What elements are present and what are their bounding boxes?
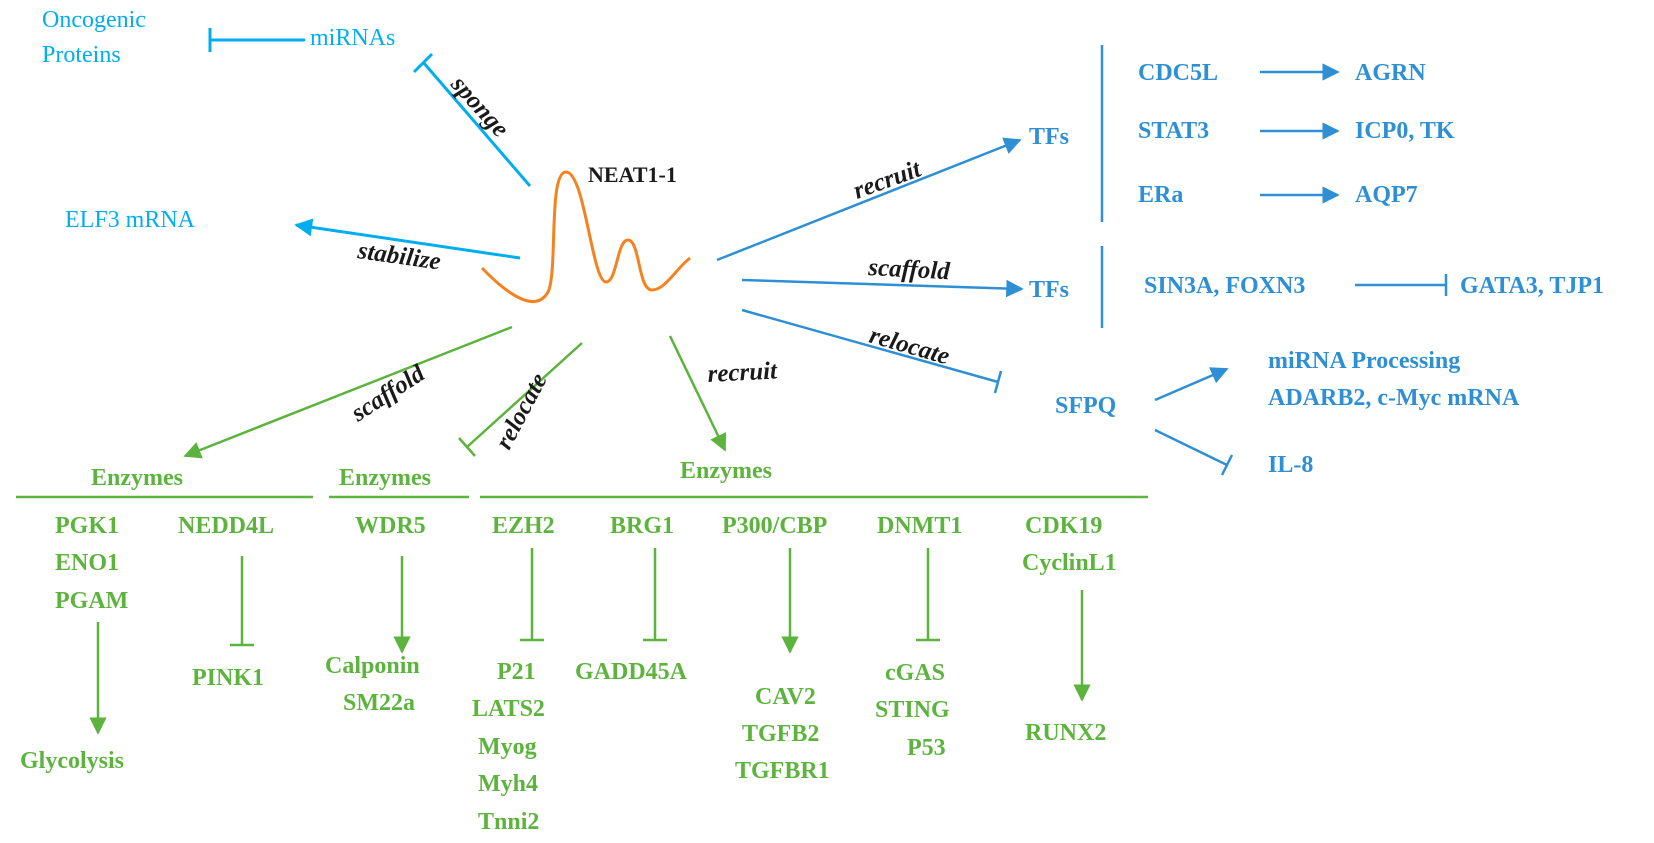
sfpq-inhibit-bar xyxy=(1220,454,1234,476)
tfs-label-2: TFs xyxy=(1029,277,1069,303)
gadd45a-label: GADD45A xyxy=(575,659,688,685)
runx2-label: RUNX2 xyxy=(1025,720,1106,746)
mirna-processing-label: miRNA Processing xyxy=(1268,348,1460,374)
relocate-sfpq-inhibit-bar xyxy=(993,370,1003,394)
recruit-enzymes-arrow xyxy=(668,335,727,452)
aqp7-label: AQP7 xyxy=(1355,182,1418,208)
wdr5-label: WDR5 xyxy=(355,513,426,539)
sm22a-label: SM22a xyxy=(343,690,415,716)
agrn-label: AGRN xyxy=(1355,60,1426,86)
sfpq-label: SFPQ xyxy=(1055,393,1116,419)
myog-label: Myog xyxy=(478,734,537,760)
pink1-label: PINK1 xyxy=(192,665,264,691)
era-label: ERa xyxy=(1138,182,1183,208)
scaffold-tfs-label: scaffold xyxy=(867,254,951,285)
recruit-tfs-arrow xyxy=(716,137,1022,262)
myh4-label: Myh4 xyxy=(478,771,538,797)
gata3-tjp1-label: GATA3, TJP1 xyxy=(1460,273,1604,299)
pgk1-label: PGK1 xyxy=(55,513,119,539)
glycolysis-label: Glycolysis xyxy=(20,748,124,774)
sponge-inhibit-bar xyxy=(412,52,434,74)
recruit-enzymes-label: recruit xyxy=(707,357,779,388)
relocate-enzymes-label: relocate xyxy=(490,369,552,454)
stabilize-arrow xyxy=(294,218,521,260)
scaffold-tfs-arrow xyxy=(741,278,1024,298)
nedd4l-label: NEDD4L xyxy=(178,513,274,539)
sfpq-inhibit-line xyxy=(1154,428,1228,467)
sponge-label: sponge xyxy=(445,70,514,142)
recruit-tfs-label: recruit xyxy=(850,155,925,204)
relocate-enzymes-inhibit-bar xyxy=(458,437,476,457)
pgam-label: PGAM xyxy=(55,588,128,614)
cgas-label: cGAS xyxy=(885,660,945,686)
cyclinl1-label: CyclinL1 xyxy=(1022,550,1117,576)
sin3a-foxn3-label: SIN3A, FOXN3 xyxy=(1144,273,1305,299)
eno1-label: ENO1 xyxy=(55,550,119,576)
cdc5l-label: CDC5L xyxy=(1138,60,1218,86)
lats2-label: LATS2 xyxy=(472,696,545,722)
enzymes-label-3: Enzymes xyxy=(680,458,772,484)
tgfb2-label: TGFB2 xyxy=(742,721,819,747)
ezh2-label: EZH2 xyxy=(492,513,555,539)
il8-label: IL-8 xyxy=(1268,452,1313,478)
cdk19-label: CDK19 xyxy=(1025,513,1102,539)
cav2-label: CAV2 xyxy=(755,684,816,710)
enzymes-label-2: Enzymes xyxy=(339,465,431,491)
tgfbr1-label: TGFBR1 xyxy=(735,758,830,784)
p300-cbp-label: P300/CBP xyxy=(722,513,827,539)
calponin-label: Calponin xyxy=(325,653,420,679)
neat1-rna-curve xyxy=(480,170,691,303)
brg1-label: BRG1 xyxy=(610,513,674,539)
enzymes-label-1: Enzymes xyxy=(91,465,183,491)
stat3-label: STAT3 xyxy=(1138,118,1209,144)
sfpq-arrow xyxy=(1154,367,1229,402)
stabilize-label: stabilize xyxy=(355,237,442,275)
oncogenic-proteins-label-1: Oncogenic xyxy=(42,7,146,33)
icp0-tk-label: ICP0, TK xyxy=(1355,118,1455,144)
p53-label: P53 xyxy=(907,735,946,761)
p21-label: P21 xyxy=(497,659,536,685)
elf3-label: ELF3 mRNA xyxy=(65,207,196,233)
dnmt1-label: DNMT1 xyxy=(877,513,962,539)
tnni2-label: Tnni2 xyxy=(478,809,539,835)
mirnas-label: miRNAs xyxy=(310,25,395,51)
sting-label: STING xyxy=(875,697,950,723)
scaffold-enzymes-label: scaffold xyxy=(346,360,430,428)
relocate-sfpq-inhibit-line xyxy=(741,308,999,384)
sponge-inhibit-line xyxy=(421,61,532,187)
relocate-enzymes-inhibit-line xyxy=(466,342,583,448)
scaffold-enzymes-arrow xyxy=(183,325,513,459)
adarb2-cmyc-label: ADARB2, c-Myc mRNA xyxy=(1268,385,1520,411)
center-label: NEAT1-1 xyxy=(588,162,677,187)
tfs-label-1: TFs xyxy=(1029,124,1069,150)
oncogenic-proteins-label-2: Proteins xyxy=(42,42,121,68)
relocate-sfpq-label: relocate xyxy=(866,322,952,371)
